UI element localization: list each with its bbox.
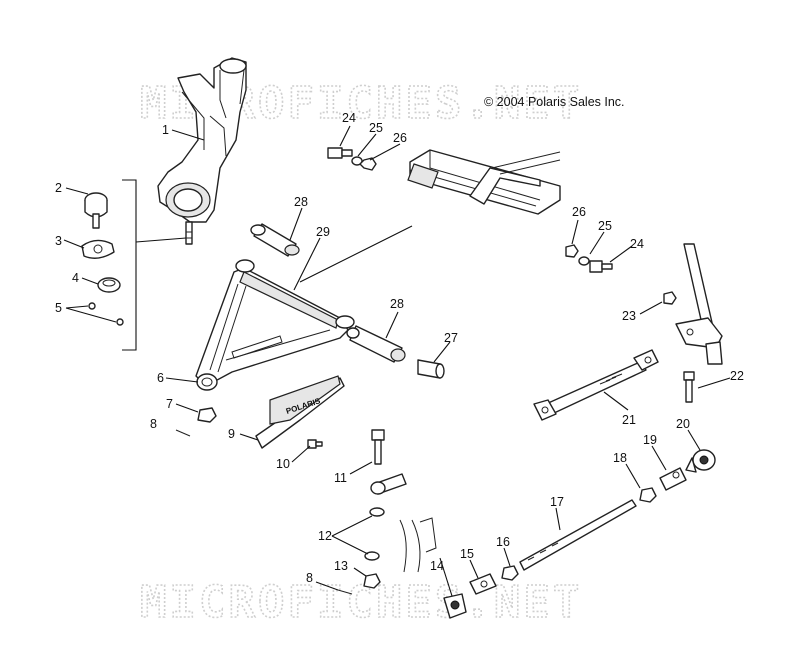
callout-26-right: 26 — [572, 205, 586, 219]
bolt-22 — [683, 371, 695, 403]
callout-15: 15 — [460, 547, 474, 561]
callout-7: 7 — [166, 397, 173, 411]
sleeve — [417, 359, 445, 379]
callout-20: 20 — [676, 417, 690, 431]
callout-9: 9 — [228, 427, 235, 441]
callout-19: 19 — [643, 433, 657, 447]
callout-2: 2 — [55, 181, 62, 195]
copyright-text: © 2004 Polaris Sales Inc. — [484, 95, 625, 109]
nut-upper-left — [359, 157, 377, 171]
ball-joint-pins — [88, 302, 124, 326]
callout-5: 5 — [55, 301, 62, 315]
bolt-upper-left — [327, 147, 353, 159]
callout-26-left: 26 — [393, 131, 407, 145]
callout-18: 18 — [613, 451, 627, 465]
rod-end-19 — [659, 467, 687, 491]
strut — [675, 243, 723, 365]
callout-28-upper: 28 — [294, 195, 308, 209]
jam-nut-18 — [639, 487, 657, 503]
callout-13: 13 — [334, 559, 348, 573]
nut-7 — [197, 407, 217, 423]
washer-12-lower — [364, 551, 380, 561]
callout-labels: 1 2 3 4 5 6 7 8 9 10 11 12 13 14 15 16 1… — [55, 111, 744, 585]
callout-3: 3 — [55, 234, 62, 248]
rod-end-15 — [469, 573, 497, 595]
assembly-line — [299, 225, 413, 283]
callout-17: 17 — [550, 495, 564, 509]
callout-22: 22 — [730, 369, 744, 383]
callout-25-right: 25 — [598, 219, 612, 233]
rod-end-14 — [443, 593, 467, 619]
bushing-lower — [346, 325, 406, 363]
watermark-bottom: MICROFICHES.NET — [140, 577, 582, 628]
callout-29: 29 — [316, 225, 330, 239]
callout-1: 1 — [162, 123, 169, 137]
callout-25-left: 25 — [369, 121, 383, 135]
washer-upper-right — [578, 256, 590, 266]
callout-10: 10 — [276, 457, 290, 471]
callout-21: 21 — [622, 413, 636, 427]
ball-joint — [84, 192, 108, 229]
leader-lines — [63, 125, 731, 597]
cotter-pin-upper — [175, 429, 191, 437]
a-arm — [195, 259, 355, 391]
frame-section — [407, 149, 561, 215]
callout-4: 4 — [72, 271, 79, 285]
ball-joint-bracket — [122, 179, 187, 351]
steering-knuckle — [157, 57, 247, 245]
nut-upper-right — [565, 244, 579, 258]
callout-27: 27 — [444, 331, 458, 345]
callout-16: 16 — [496, 535, 510, 549]
callout-8-upper: 8 — [150, 417, 157, 431]
tie-rod-21 — [533, 349, 659, 421]
callout-6: 6 — [157, 371, 164, 385]
callout-24-right: 24 — [630, 237, 644, 251]
bolt-10 — [307, 439, 323, 449]
tie-rod-17 — [519, 499, 637, 571]
callout-14: 14 — [430, 559, 444, 573]
skid-guard: POLARIS — [255, 375, 345, 449]
nut-13 — [363, 573, 381, 589]
ball-joint-boot — [97, 277, 121, 293]
callout-23: 23 — [622, 309, 636, 323]
bushing-upper — [250, 223, 300, 257]
callout-11: 11 — [334, 471, 347, 485]
washer-12-upper — [369, 507, 385, 517]
rod-end-20 — [685, 449, 716, 473]
steering-link — [370, 473, 437, 573]
bolt-upper-right — [589, 260, 613, 273]
callout-24-left: 24 — [342, 111, 356, 125]
callout-12: 12 — [318, 529, 332, 543]
cotter-pin-lower — [337, 589, 353, 595]
washer-upper-left — [351, 156, 363, 166]
bolt-11 — [371, 429, 385, 465]
jam-nut-16 — [501, 565, 519, 581]
callout-28-lower: 28 — [390, 297, 404, 311]
callout-8-lower: 8 — [306, 571, 313, 585]
ball-joint-plate — [81, 239, 115, 259]
nut-23 — [663, 291, 677, 305]
